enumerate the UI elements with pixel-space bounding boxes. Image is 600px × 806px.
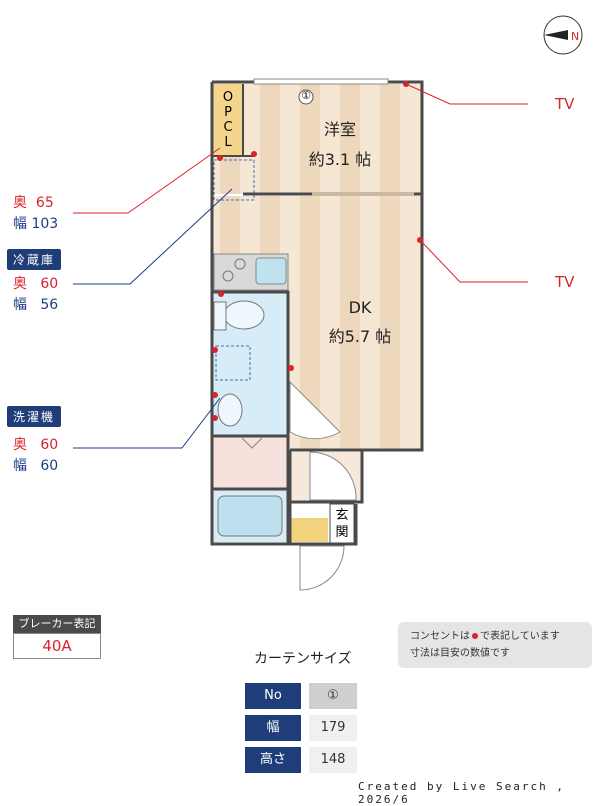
curtain-title: カーテンサイズ xyxy=(254,651,352,667)
dressing-area-floor xyxy=(212,436,288,488)
shoe-box xyxy=(329,503,355,545)
compass-icon: N xyxy=(543,15,583,55)
footer-credit: Created by Live Search , 2026/6 xyxy=(358,780,565,806)
compass: N xyxy=(538,14,588,56)
entrance-floor xyxy=(290,518,328,542)
window-partition xyxy=(312,192,414,196)
closet-floor xyxy=(213,84,243,156)
western-room-label: 洋室 約3.1 帖 xyxy=(290,116,390,170)
dk-size: 約5.7 帖 xyxy=(328,327,392,346)
toilet-icon xyxy=(223,300,265,330)
entrance-door-swing xyxy=(299,545,345,591)
stove-icon xyxy=(222,270,234,282)
compass-direction: N xyxy=(571,30,579,43)
curtain-table: No ① 幅 179 高さ 148 xyxy=(245,683,357,773)
corridor-door-swing xyxy=(309,451,357,501)
entrance-label: 玄 関 xyxy=(335,508,349,540)
outlet-note: コンセントはで表記しています xyxy=(410,631,560,642)
outlets xyxy=(212,81,423,421)
western-room-size: 約3.1 帖 xyxy=(308,150,372,169)
notes-box: コンセントはで表記しています 寸法は目安の数値です xyxy=(398,622,592,668)
window-top xyxy=(253,78,389,85)
basin-icon xyxy=(217,393,243,427)
dimension-group-washer: 奥 60 幅 60 xyxy=(13,437,59,474)
breaker-heading: ブレーカー表記 xyxy=(13,615,101,633)
dimension-group-closet: 奥 65 幅 103 xyxy=(13,195,59,232)
dk-name: DK xyxy=(348,298,372,317)
bathtub-icon xyxy=(217,495,283,537)
breaker-box: ブレーカー表記 40A xyxy=(13,615,101,659)
sink-icon xyxy=(255,257,287,285)
dk-door-swing xyxy=(289,380,341,440)
size-note: 寸法は目安の数値です xyxy=(410,648,510,659)
outlet-dot-icon xyxy=(472,633,478,639)
tv-label-dk: TV xyxy=(555,273,575,291)
curtain-row-width: 幅 179 xyxy=(245,715,357,741)
western-room-floor xyxy=(213,84,422,194)
fridge-space xyxy=(213,159,255,201)
curtain-row-no: No ① xyxy=(245,683,357,709)
closet-label: O P C L xyxy=(222,90,234,150)
western-room-name: 洋室 xyxy=(323,120,356,139)
curtain-row-height: 高さ 148 xyxy=(245,747,357,773)
dk-label: DK 約5.7 帖 xyxy=(310,298,410,347)
washer-tag: 洗濯機 xyxy=(7,406,62,427)
curtain-marker xyxy=(298,89,314,105)
breaker-value: 40A xyxy=(13,633,101,659)
washer-space xyxy=(215,345,251,381)
dimension-group-fridge: 奥 60 幅 56 xyxy=(13,276,59,313)
dressing-door xyxy=(241,437,263,449)
fridge-tag: 冷蔵庫 xyxy=(7,249,62,270)
curtain-marker-label: ① xyxy=(301,89,311,102)
tv-label-western: TV xyxy=(555,95,575,113)
